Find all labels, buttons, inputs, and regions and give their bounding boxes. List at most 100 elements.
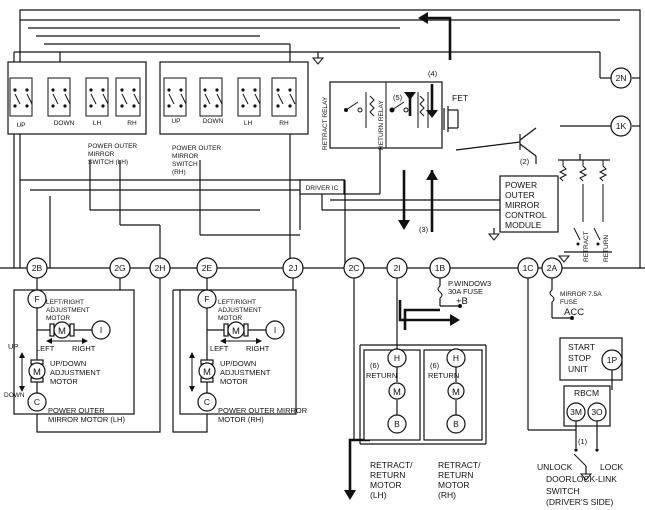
driver-ic: DRIVER IC (299, 148, 500, 211)
lh-title-1: POWER OUTER (48, 406, 105, 415)
rr-lh-connector-h: H (394, 353, 400, 363)
rh-lr-motor-label-3: MOTOR (218, 315, 242, 322)
lh-title-2: MIRROR MOTOR (LH) (48, 415, 125, 424)
switch-lh-label-3: SWITCH (LH) (88, 159, 128, 166)
connector-2n: 2N (616, 73, 627, 83)
connector-2g: 2G (114, 263, 125, 273)
ground-symbol (311, 52, 501, 241)
switch-lh-down: DOWN (54, 120, 75, 127)
switch-rh-label-1: POWER OUTER (172, 145, 221, 152)
marker-1: (1) (578, 437, 588, 446)
door-switch-label-2: LOCK-LINK (572, 474, 617, 484)
mirror-fuse-label-1: MIRROR 7.5A (560, 291, 602, 298)
connector-1c: 1C (523, 263, 534, 273)
connector-1b: 1B (435, 263, 446, 273)
pwindow-fuse-label-1: P.WINDOW3 (448, 279, 491, 288)
rr-lh-motor-glyph: M (393, 387, 401, 398)
rr-lh-connector-b: B (394, 419, 400, 429)
rh-ud-motor-label-3: MOTOR (220, 377, 248, 386)
retract-return-motors: H H B B M M (6) RETURN (6) RETURN RETRAC… (353, 278, 487, 500)
start-stop-label-3: UNIT (568, 364, 588, 374)
rr-rh-label-1: RETRACT/ (438, 460, 481, 470)
connector-2c: 2C (349, 263, 360, 273)
switch-rh-down: DOWN (203, 118, 224, 125)
switch-contacts-rh (167, 88, 296, 108)
return-relay-label: RETURN RELAY (378, 100, 385, 150)
driver-ic-label: DRIVER IC (306, 185, 339, 192)
rr-lh-label-1: RETRACT/ (370, 460, 413, 470)
module-switch-return: RETURN (603, 235, 610, 262)
relay-block: RETRACT RELAY RETURN RELAY (322, 81, 443, 150)
switch-rh-label-2: MIRROR (172, 153, 199, 160)
mirror-fuse: MIRROR 7.5A FUSE ACC (549, 278, 602, 320)
marker-4: (4) (428, 69, 438, 78)
lh-lr-motor-label-1: LEFT/RIGHT (46, 299, 84, 306)
module-label-4: CONTROL (505, 210, 547, 220)
rh-lr-motor-label-2: ADJUSTMENT (218, 307, 262, 314)
rr-lh-return: RETURN (366, 371, 397, 380)
switch-contacts-lh (13, 88, 140, 108)
rr-rh-label-2: RETURN (438, 470, 473, 480)
fet-label: FET (452, 93, 468, 103)
lh-lr-motor-label-2: ADJUSTMENT (46, 307, 90, 314)
power-outer-mirror-motor-lh: F I C M LEFT/RIGHT ADJUSTMENT MOTOR LEFT… (4, 278, 161, 433)
switch-rh-up: UP (171, 118, 180, 125)
door-switch-label-3: SWITCH (546, 486, 580, 496)
outer-mirror-switch-rh: UP DOWN LH RH POWER OUTER MIRROR SWITCH … (159, 61, 309, 176)
connector-1k: 1K (616, 121, 627, 131)
rr-rh-label-4: (RH) (438, 490, 456, 500)
lh-ud-motor-label-2: ADJUSTMENT (50, 368, 101, 377)
lh-up: UP (8, 342, 18, 351)
pwindow-fuse: P.WINDOW3 30A FUSE +B (437, 278, 491, 308)
rr-rh-label-3: MOTOR (438, 480, 469, 490)
switch-rh-rh: RH (279, 120, 289, 127)
rr-rh-connector-b: B (453, 419, 459, 429)
connector-2h: 2H (155, 263, 166, 273)
connector-2i: 2I (393, 263, 400, 273)
rr-lh-label-4: (LH) (370, 490, 387, 500)
switch-lh-label-2: MIRROR (88, 151, 115, 158)
rbcm: RBCM 3M 3O (563, 385, 611, 481)
rh-ud-motor-label-2: ADJUSTMENT (220, 368, 271, 377)
marker-6a: (6) (370, 361, 380, 370)
retract-relay-label: RETRACT RELAY (322, 96, 329, 150)
switch-lh-up: UP (16, 122, 25, 129)
switch-lh-lh: LH (93, 120, 102, 127)
switch-rh-lh: LH (244, 120, 253, 127)
module-label-5: MODULE (505, 220, 542, 230)
switch-rh-label-4: (RH) (172, 169, 186, 176)
rh-connector-f: F (204, 294, 209, 304)
plus-b-label: +B (456, 296, 468, 307)
outer-mirror-switch-lh: UP DOWN LH RH POWER OUTER MIRROR SWITCH … (7, 61, 147, 166)
lh-lr-motor-label-3: MOTOR (46, 315, 70, 322)
lh-left: LEFT (36, 344, 55, 353)
lh-ud-motor-label-3: MOTOR (50, 377, 78, 386)
door-switch-unlock: UNLOCK (537, 462, 573, 472)
rh-lr-motor-glyph: M (232, 326, 240, 337)
rh-ud-motor-glyph: M (203, 367, 211, 378)
connector-3o: 3O (591, 407, 603, 417)
start-stop-unit: START STOP UNIT 1P (527, 278, 623, 431)
connector-2a: 2A (547, 263, 558, 273)
acc-label: ACC (564, 307, 584, 318)
rh-connector-i: I (274, 325, 276, 335)
switch-lh-rh: RH (127, 120, 137, 127)
mirror-fuse-label-2: FUSE (560, 299, 578, 306)
lh-right: RIGHT (72, 344, 96, 353)
rh-title-1: POWER OUTER MIRROR (218, 406, 308, 415)
module-label-1: POWER (505, 180, 537, 190)
fet: FET (443, 93, 468, 132)
rbcm-label: RBCM (574, 388, 599, 398)
switch-rh-label-3: SWITCH (172, 161, 198, 168)
start-stop-label-1: START (568, 342, 595, 352)
lh-connector-c: C (34, 397, 40, 407)
lh-connector-f: F (34, 294, 39, 304)
rr-rh-return: RETURN (428, 371, 459, 380)
lh-connector-i: I (100, 325, 102, 335)
lh-lr-motor-glyph: M (58, 326, 66, 337)
connector-2b: 2B (32, 263, 43, 273)
pwindow-fuse-label-2: 30A FUSE (448, 287, 483, 296)
lh-down: DOWN (4, 392, 25, 399)
power-outer-mirror-control-module: POWER OUTER MIRROR CONTROL MODULE RETRAC… (455, 127, 612, 263)
